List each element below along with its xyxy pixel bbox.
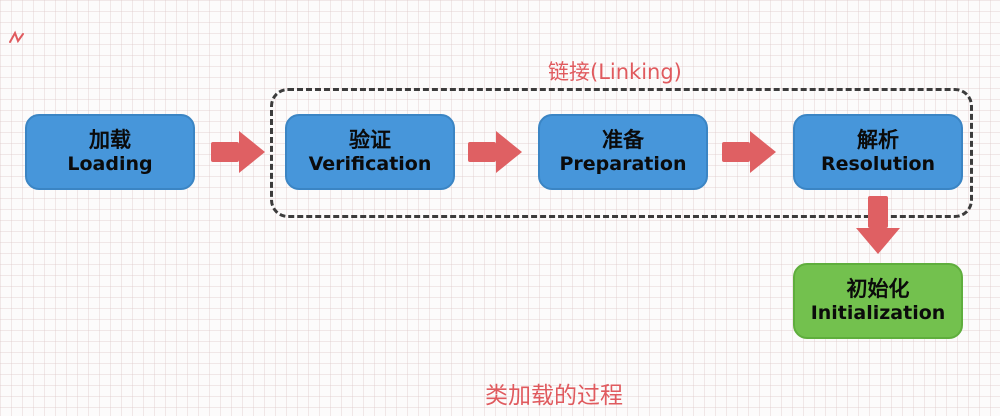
arrow-head	[856, 228, 900, 254]
arrow-shaft	[211, 142, 239, 162]
node-verification-label-zh: 验证	[349, 128, 391, 152]
arrow-right-icon	[468, 131, 522, 173]
node-resolution-label-zh: 解析	[857, 128, 899, 152]
diagram-caption: 类加载的过程	[485, 383, 623, 409]
linking-group-label: 链接(Linking)	[548, 60, 682, 84]
node-verification-label-en: Verification	[308, 153, 432, 176]
arrow-head	[496, 131, 522, 173]
node-preparation-label-en: Preparation	[559, 153, 687, 176]
node-loading: 加载 Loading	[25, 114, 195, 190]
node-preparation-label-zh: 准备	[602, 128, 644, 152]
arrow-right-icon	[722, 131, 776, 173]
arrow-head	[239, 131, 265, 173]
linking-group-box	[270, 88, 973, 218]
node-resolution-label-en: Resolution	[820, 153, 936, 176]
arrow-shaft	[468, 142, 496, 162]
arrow-right-icon	[211, 131, 265, 173]
node-preparation: 准备 Preparation	[538, 114, 708, 190]
node-resolution: 解析 Resolution	[793, 114, 963, 190]
node-initialization: 初始化 Initialization	[793, 263, 963, 339]
node-initialization-label-zh: 初始化	[846, 277, 910, 301]
pen-scribble-mark	[9, 30, 24, 44]
node-initialization-label-en: Initialization	[810, 302, 946, 325]
arrow-head	[750, 131, 776, 173]
arrow-shaft	[722, 142, 750, 162]
arrow-shaft	[868, 196, 888, 228]
node-verification: 验证 Verification	[285, 114, 455, 190]
arrow-down-icon	[856, 196, 900, 254]
node-loading-label-zh: 加载	[89, 128, 131, 152]
node-loading-label-en: Loading	[67, 153, 153, 176]
